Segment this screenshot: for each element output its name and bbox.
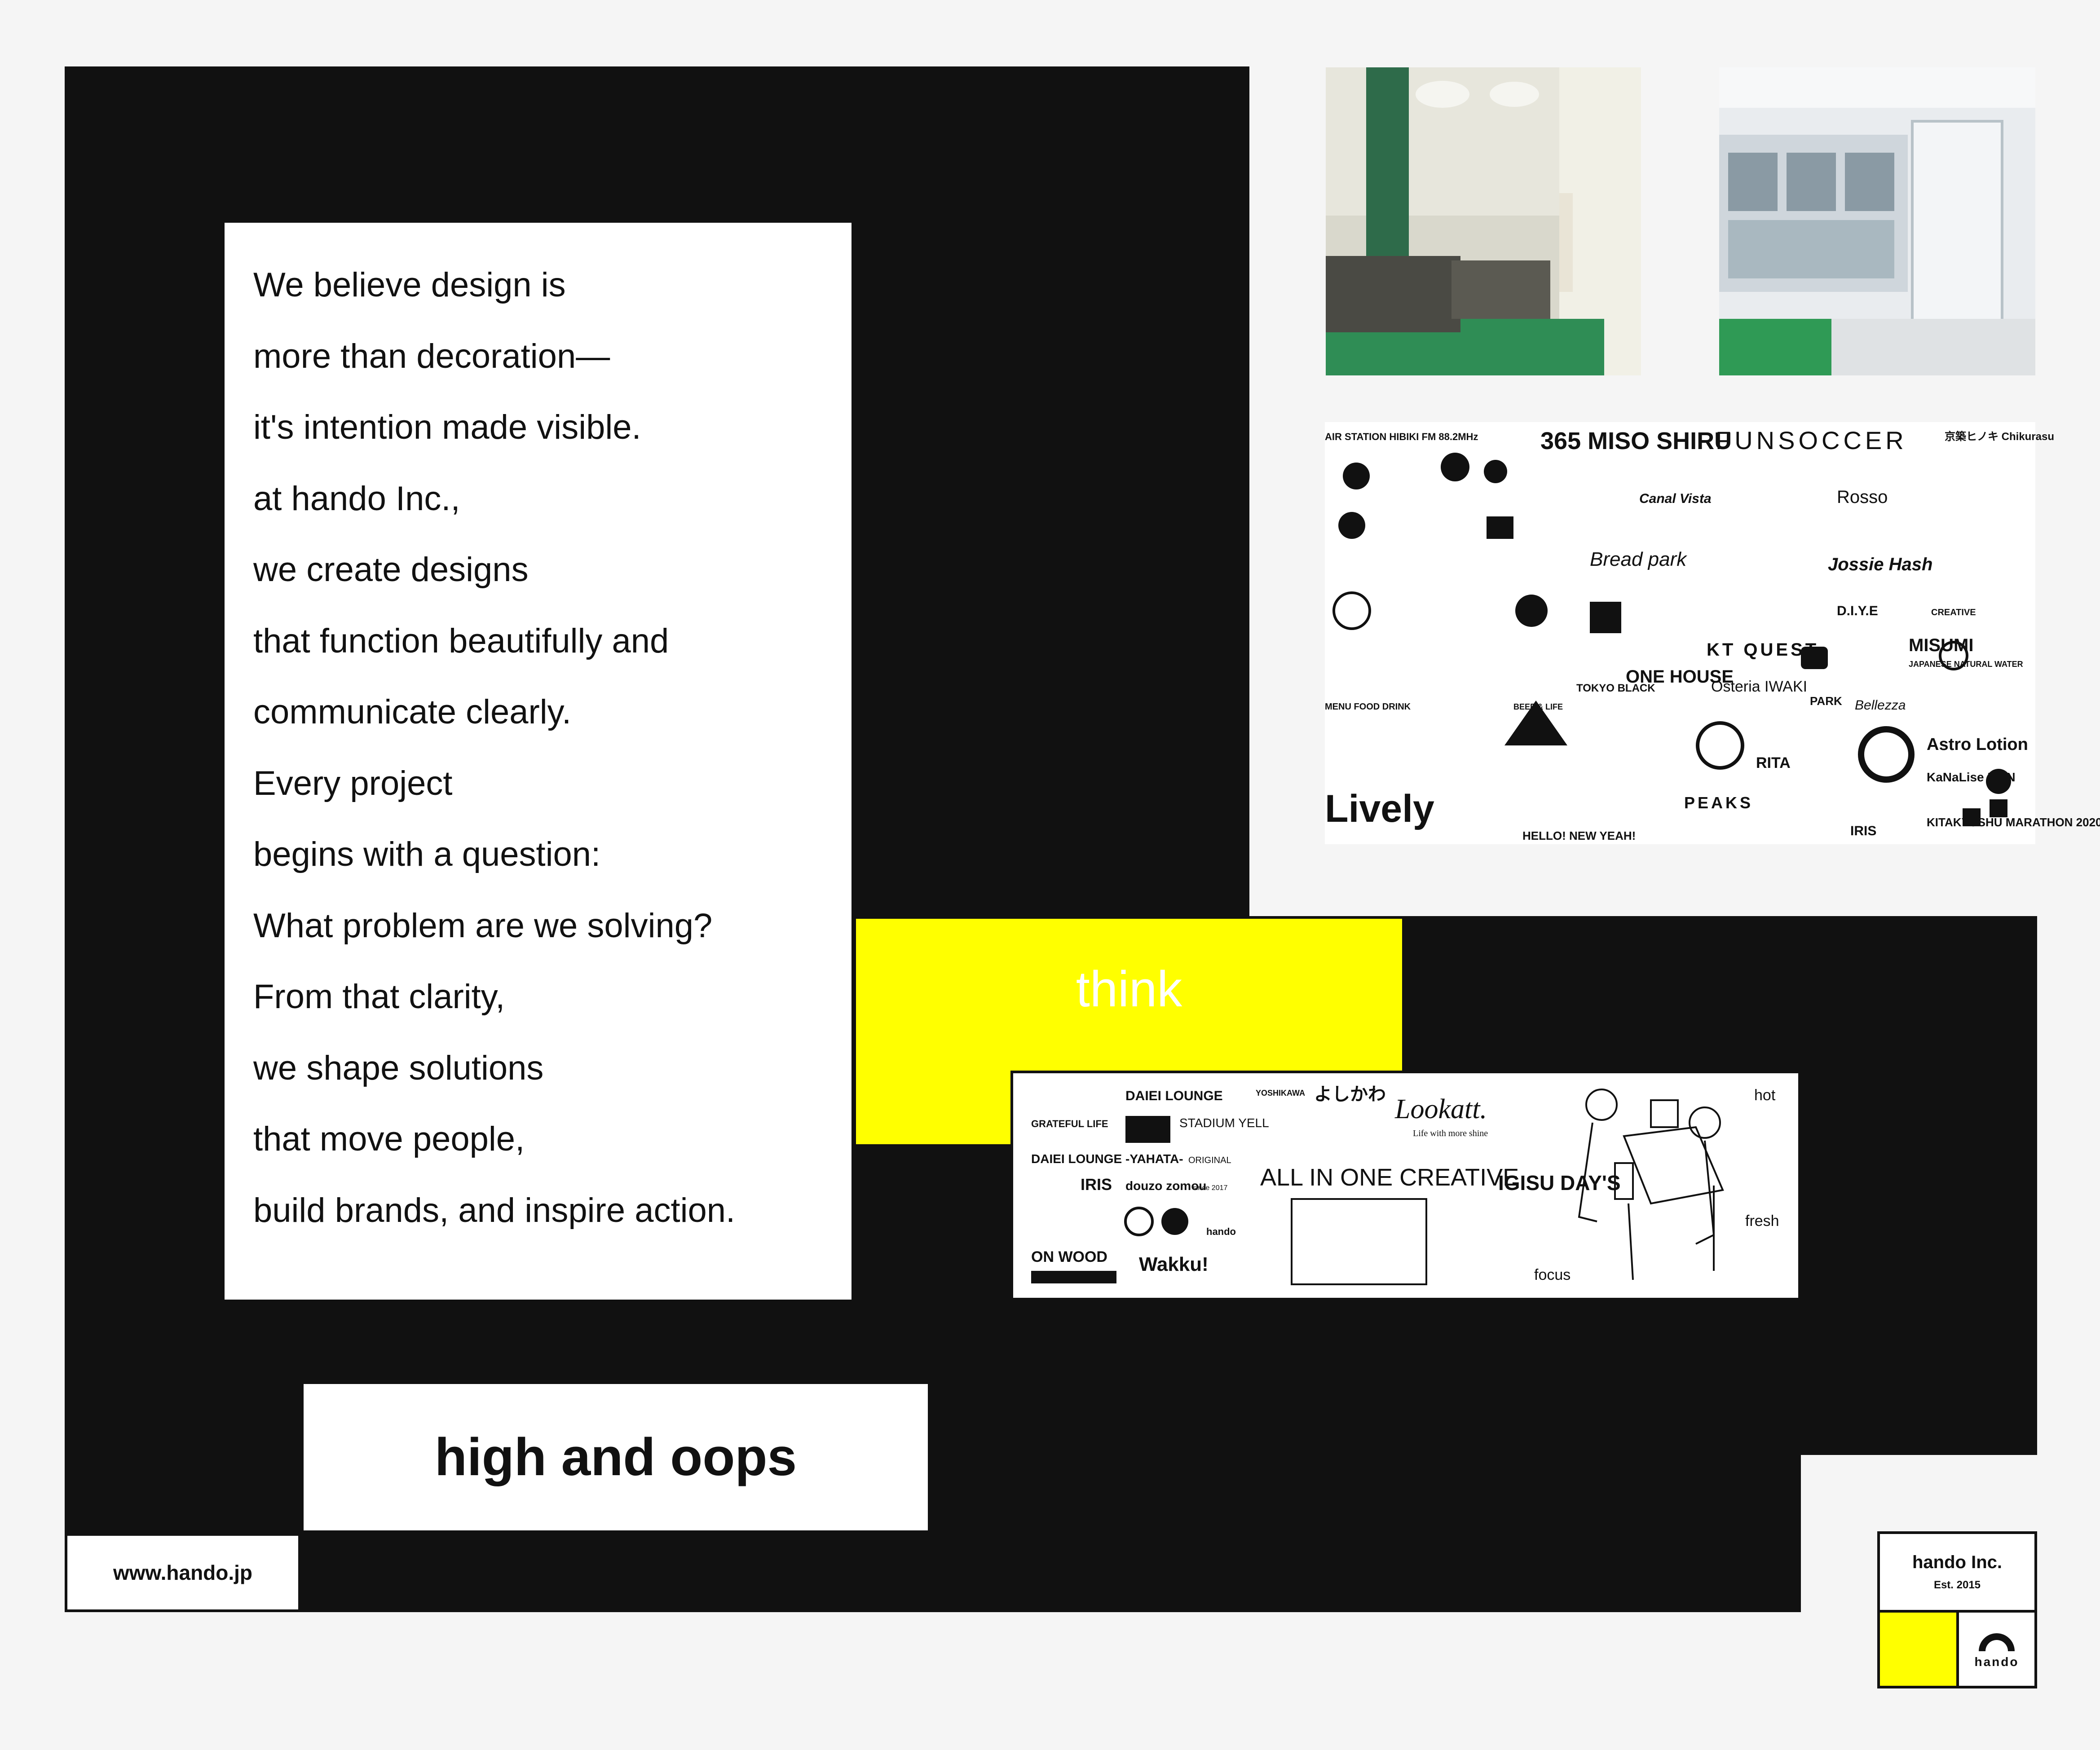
think-label: think: [1076, 961, 1182, 1017]
manifesto-line: What problem are we solving?: [253, 906, 713, 945]
manifesto-line: that move people,: [253, 1120, 525, 1158]
manifesto-line: We believe design is: [253, 266, 566, 304]
brand-logo: よしかわ: [1314, 1084, 1386, 1104]
brand-logo: since 2017: [1193, 1184, 1227, 1192]
logo-item: CREATIVE: [1931, 608, 1976, 617]
company-badge: hando Inc. Est. 2015 hando: [1877, 1531, 2037, 1688]
logo-item: Osteria IWAKI: [1711, 678, 1807, 695]
brand-logo: ON WOOD: [1031, 1248, 1107, 1265]
tagline-text: high and oops: [434, 1428, 797, 1487]
manifesto-line: build brands, and inspire action.: [253, 1191, 736, 1230]
logo-item: AIR STATION HIBIKI FM 88.2MHz: [1325, 431, 1478, 442]
logo-item: PEAKS: [1684, 793, 1753, 812]
logo-wall: AIR STATION HIBIKI FM 88.2MHz 365 MISO S…: [1325, 422, 2100, 844]
brand-logo: STADIUM YELL: [1179, 1116, 1269, 1130]
tagline-panel: high and oops: [301, 1381, 931, 1533]
manifesto-line: more than decoration—: [253, 337, 610, 375]
brand-logo: YOSHIKAWA: [1256, 1089, 1305, 1098]
logo-item: 京築ヒノキ Chikurasu: [1945, 430, 2054, 443]
logo-item: KITAKYUSHU MARATHON 2020: [1927, 815, 2100, 829]
logo-item: JAPANESE NATURAL WATER: [1909, 660, 2023, 669]
logo-item: Lively: [1325, 787, 1434, 830]
brand-logo: Wakku!: [1139, 1253, 1209, 1275]
manifesto-panel: We believe design is more than decoratio…: [222, 220, 854, 1302]
logo-item: 365 MISO SHIRU: [1540, 428, 1732, 454]
office-entrance-photo: [1719, 67, 2035, 375]
brand-word: fresh: [1745, 1212, 1779, 1230]
logo-item: FUNSOCCER: [1716, 426, 1907, 454]
manifesto-line: that function beautifully and: [253, 622, 669, 660]
logo-item: Canal Vista: [1639, 491, 1712, 506]
website-link[interactable]: www.hando.jp: [65, 1533, 301, 1612]
brand-word: focus: [1534, 1266, 1571, 1283]
manifesto-line: we create designs: [253, 551, 529, 589]
logo-item: Astro Lotion: [1927, 735, 2028, 754]
accent-swatch: [1880, 1613, 1959, 1686]
company-established: Est. 2015: [1933, 1579, 1981, 1591]
manifesto-line: begins with a question:: [253, 835, 601, 873]
brand-logo: DAIEI LOUNGE: [1125, 1089, 1223, 1103]
manifesto-line: Every project: [253, 764, 453, 802]
brand-logo: Lookatt.: [1394, 1094, 1487, 1124]
brand-logo: GRATEFUL LIFE: [1031, 1118, 1108, 1129]
logo-item: Bread park: [1590, 548, 1687, 570]
logo-item: D.I.Y.E: [1837, 604, 1878, 618]
logo-item: RITA: [1756, 754, 1791, 771]
brand-logo: ALL IN ONE CREATIVE: [1260, 1164, 1519, 1191]
brand-logo: douzo zomou: [1125, 1179, 1206, 1193]
brand-board: GRATEFUL LIFE DAIEI LOUNGE DAIEI LOUNGE …: [1010, 1071, 1801, 1300]
manifesto-line: at hando Inc.,: [253, 479, 460, 518]
office-interior-photo: [1326, 67, 1641, 375]
logo-item: Rosso: [1837, 487, 1888, 507]
grid-bottom-right: [1249, 1453, 1801, 1612]
brand-logo: Life with more shine: [1413, 1128, 1488, 1138]
logo-item: KT QUEST: [1707, 640, 1819, 660]
brand-logo: IRIS: [1081, 1175, 1112, 1194]
logo-item: MENU FOOD DRINK: [1325, 702, 1411, 712]
logo-item: Bellezza: [1855, 698, 1906, 713]
logo-item: IRIS: [1850, 824, 1876, 838]
manifesto-line: it's intention made visible.: [253, 408, 641, 446]
logo-mark: hando: [1959, 1613, 2034, 1686]
brand-word: hot: [1754, 1087, 1776, 1104]
logo-item: TOKYO BLACK: [1576, 682, 1655, 694]
brand-logo: DAIEI LOUNGE -YAHATA-: [1031, 1152, 1183, 1166]
logo-item: PARK: [1810, 694, 1842, 708]
arch-icon: [1979, 1633, 2015, 1651]
logo-mark-label: hando: [1974, 1654, 2019, 1669]
logo-item: Jossie Hash: [1828, 555, 1932, 574]
website-url[interactable]: www.hando.jp: [113, 1561, 253, 1584]
company-name: hando Inc.: [1912, 1552, 2002, 1572]
logo-item: HELLO! NEW YEAH!: [1522, 829, 1636, 842]
brand-logo: ORIGINAL: [1188, 1155, 1231, 1165]
manifesto-line: we shape solutions: [253, 1049, 544, 1087]
logo-item: ONE HOUSE: [1626, 667, 1734, 687]
brand-logo: hando: [1206, 1226, 1236, 1237]
manifesto-line: From that clarity,: [253, 978, 505, 1016]
manifesto-line: communicate clearly.: [253, 693, 572, 731]
brand-logo: IGISU DAY'S: [1498, 1171, 1621, 1195]
